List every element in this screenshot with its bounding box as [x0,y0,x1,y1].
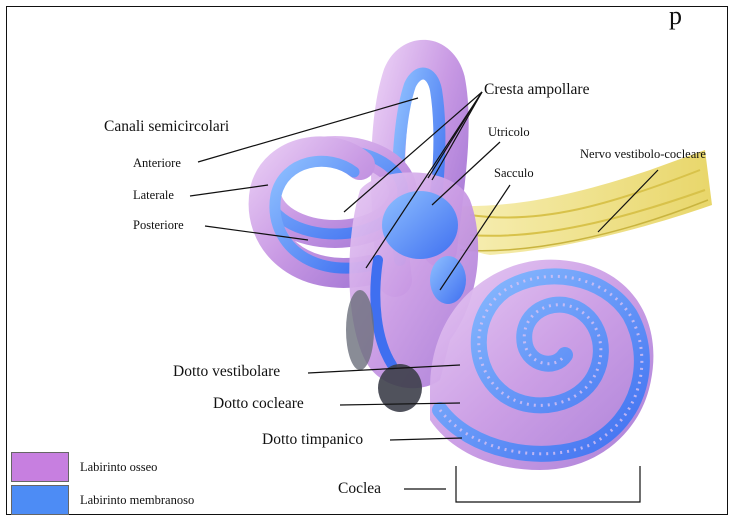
legend-label-membranoso: Labirinto membranoso [80,494,194,507]
label-dotto-cocleare: Dotto cocleare [213,396,304,412]
label-anteriore: Anteriore [133,157,181,170]
label-nervo-vestibolo-cocleare: Nervo vestibolo-cocleare [580,148,706,161]
label-coclea: Coclea [338,481,381,497]
legend-swatch-membranoso [11,485,69,515]
legend-label-osseo: Labirinto osseo [80,461,157,474]
label-dotto-timpanico: Dotto timpanico [262,432,363,448]
label-cresta-ampollare: Cresta ampollare [484,82,589,98]
label-laterale: Laterale [133,189,174,202]
legend-swatch-osseo [11,452,69,482]
label-canali-semicircolari: Canali semicircolari [104,119,229,135]
label-dotto-vestibolare: Dotto vestibolare [173,364,280,380]
label-posteriore: Posteriore [133,219,184,232]
label-sacculo: Sacculo [494,167,534,180]
label-utricolo: Utricolo [488,126,530,139]
